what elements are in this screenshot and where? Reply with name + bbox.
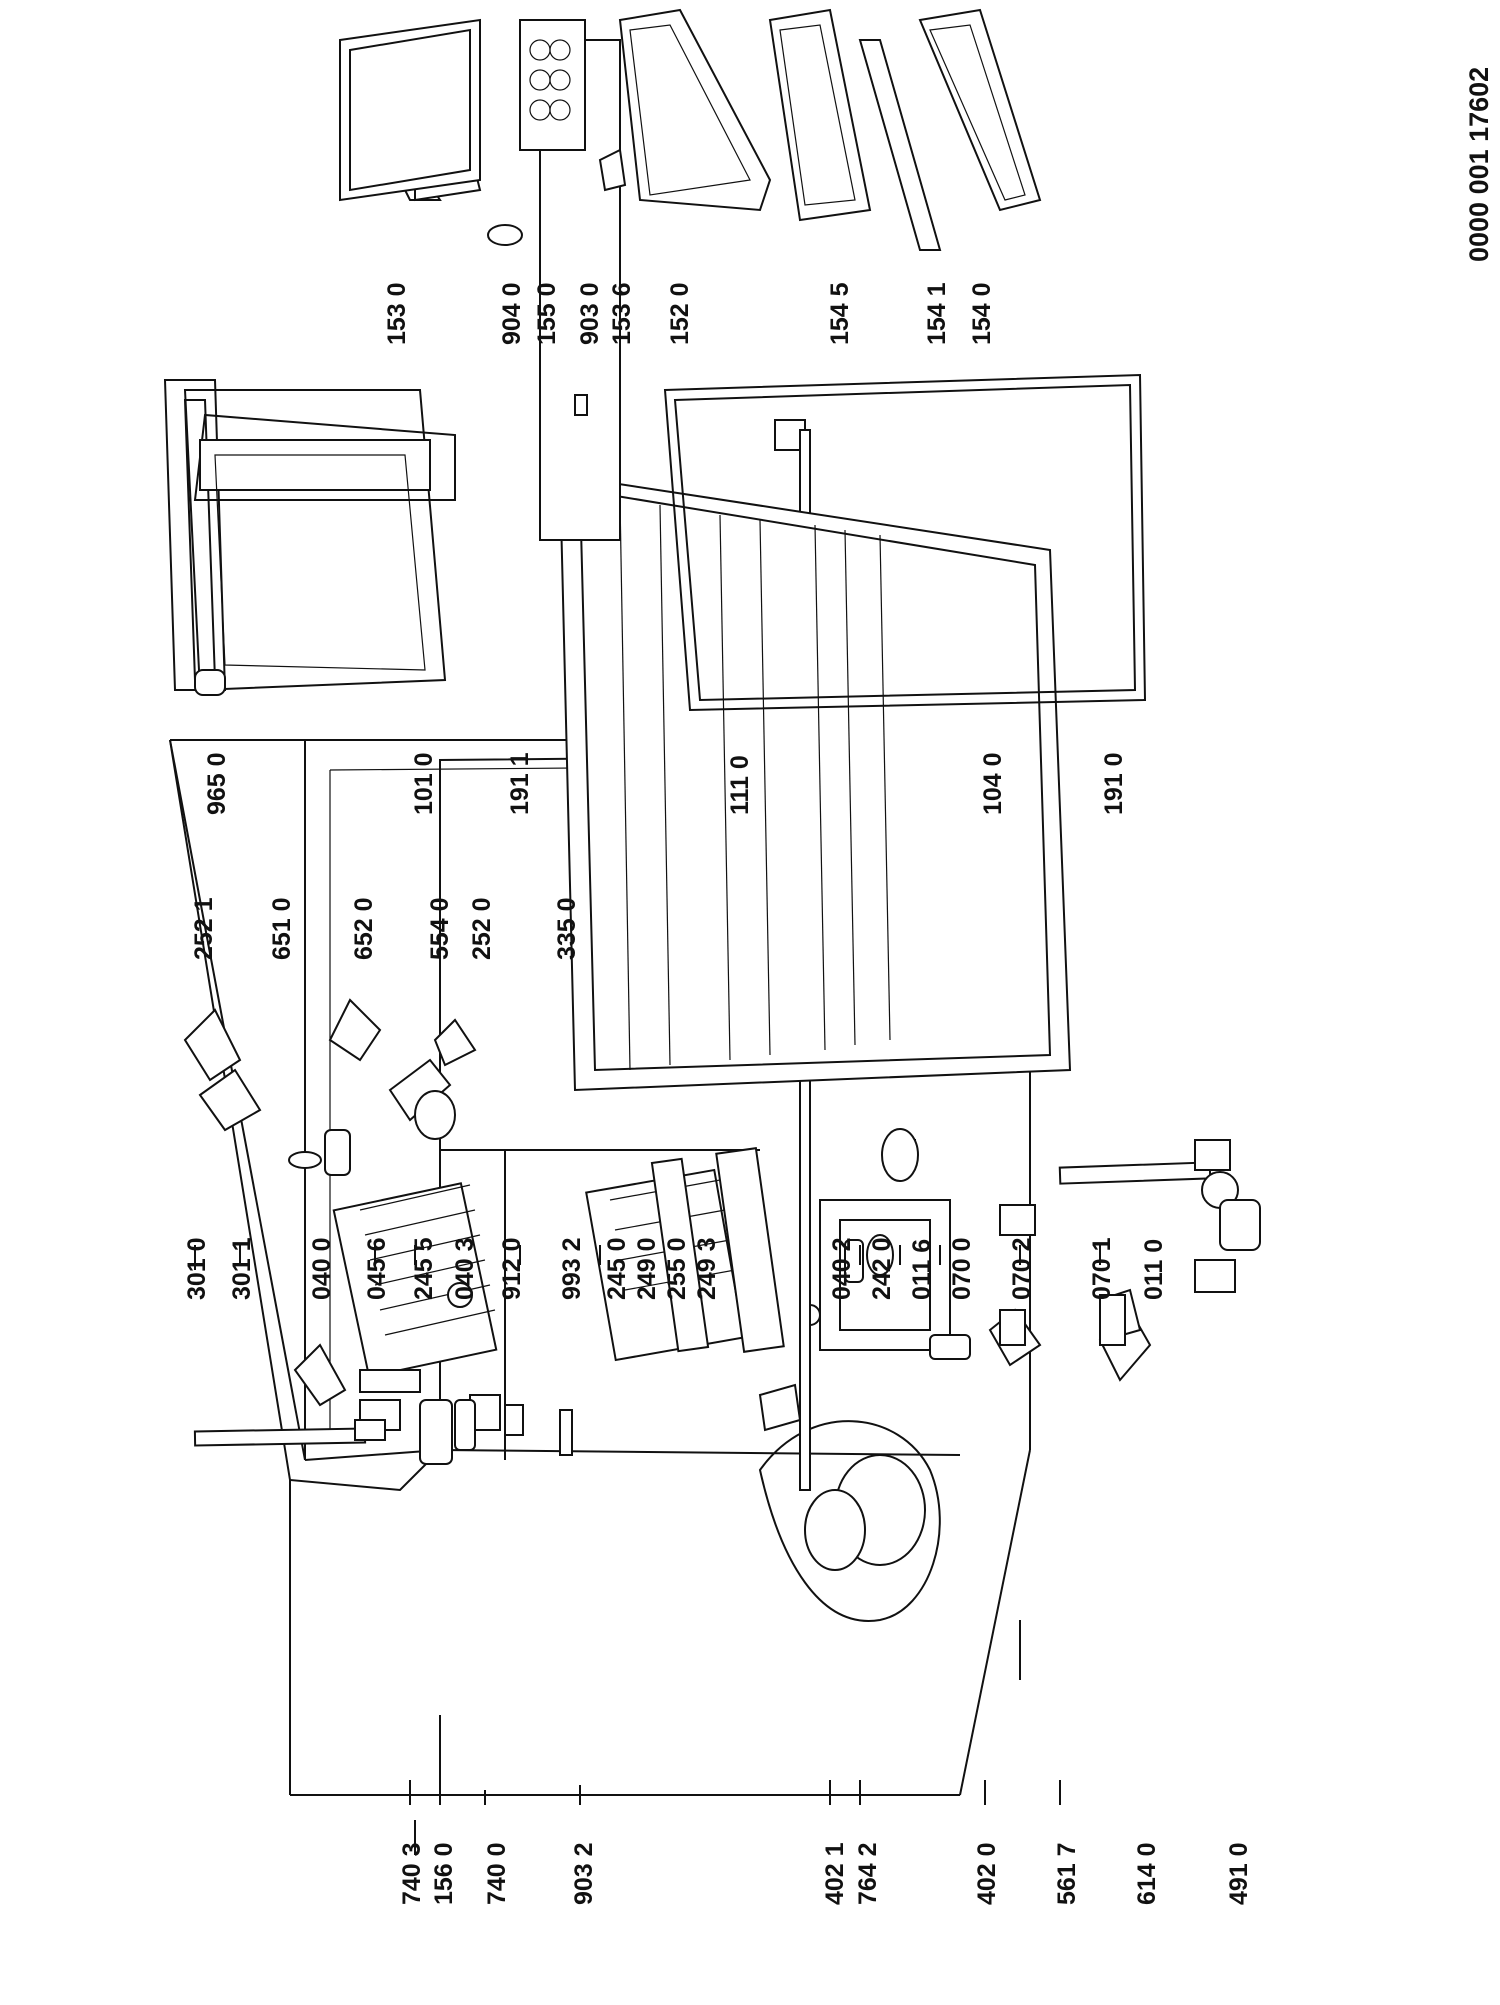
label-252-1: 252 1 [190,897,218,960]
label-111-0: 111 0 [726,755,754,815]
label-040-2: 040 2 [828,1237,856,1300]
label-156-0: 156 0 [430,1842,458,1905]
label-740-3: 740 3 [398,1842,426,1905]
part-labels: 740 3 156 0 740 0 903 2 402 1 764 2 402 … [183,282,1253,1905]
label-040-3: 040 3 [451,1237,479,1300]
label-249-0: 249 0 [633,1237,661,1300]
label-335-0: 335 0 [553,897,581,960]
label-leaders [194,1245,1101,1805]
label-903-0: 903 0 [576,282,604,345]
label-045-6: 045 6 [363,1237,391,1300]
label-154-0: 154 0 [968,282,996,345]
label-155-0: 155 0 [533,282,561,345]
label-152-0: 152 0 [666,282,694,345]
label-242-0: 242 0 [868,1237,896,1300]
refrigerator-cabinet [169,739,1031,1796]
label-651-0: 651 0 [268,897,296,960]
label-903-2a: 903 2 [570,1842,598,1905]
label-561-7: 561 7 [1053,1842,1081,1905]
label-191-1: 191 1 [506,752,534,815]
document-number: 0000 001 17602 [1464,67,1494,262]
label-070-0: 070 0 [948,1237,976,1300]
label-491-0: 491 0 [1225,1842,1253,1905]
label-245-5: 245 5 [410,1237,438,1300]
label-154-1: 154 1 [923,282,951,345]
door-parts [163,39,1147,1092]
label-652-0: 652 0 [350,897,378,960]
cabinet-parts [193,419,1261,1571]
label-249-3: 249 3 [693,1237,721,1300]
leader-lines [414,1820,416,1855]
control-parts [183,998,919,1276]
label-740-0: 740 0 [483,1842,511,1905]
label-402-1: 402 1 [821,1842,849,1905]
label-965-0: 965 0 [203,752,231,815]
door-balconies [339,8,1042,416]
label-070-1: 070 1 [1088,1237,1116,1300]
label-070-2: 070 2 [1008,1237,1036,1300]
label-104-0: 104 0 [979,752,1007,815]
shelves [585,1147,951,1362]
label-245-0: 245 0 [603,1237,631,1300]
label-912-0: 912 0 [498,1237,526,1300]
label-011-0: 011 0 [1140,1239,1168,1300]
label-040-0: 040 0 [308,1237,336,1300]
label-191-0: 191 0 [1100,752,1128,815]
label-764-2: 764 2 [854,1842,882,1905]
label-554-0: 554 0 [426,897,454,960]
label-255-0: 255 0 [663,1237,691,1300]
label-153-0: 153 0 [383,282,411,345]
label-011-6: 011 6 [908,1239,936,1300]
label-301-1: 301 1 [228,1237,256,1300]
label-993-2: 993 2 [558,1237,586,1300]
label-904-0: 904 0 [498,282,526,345]
label-101-0: 101 0 [410,752,438,815]
label-402-0: 402 0 [973,1842,1001,1905]
label-252-0: 252 0 [468,897,496,960]
label-153-6: 153 6 [608,282,636,345]
label-614-0: 614 0 [1133,1842,1161,1905]
label-301-0: 301 0 [183,1237,211,1300]
label-154-5: 154 5 [826,282,854,345]
